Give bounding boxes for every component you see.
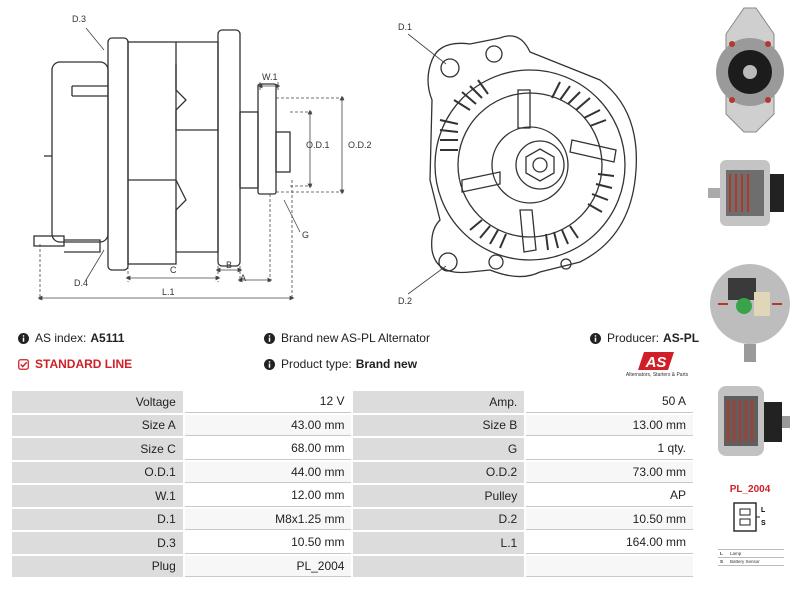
spec-key: L.1 <box>353 532 525 554</box>
standard-line-text: STANDARD LINE <box>35 357 133 371</box>
label-od2: O.D.2 <box>348 140 372 150</box>
legend-value: Lamp <box>730 551 742 556</box>
producer-label: Producer: <box>607 331 660 345</box>
photo-front[interactable] <box>708 4 792 134</box>
standard-line: STANDARD LINE <box>18 357 132 371</box>
info-circle-icon <box>18 332 29 344</box>
plug-legend: L Lamp S Battery Sensor <box>718 549 784 566</box>
spec-value: PL_2004 <box>184 555 352 577</box>
side-dimensions <box>39 82 344 300</box>
product-description: Brand new AS-PL Alternator <box>264 331 430 345</box>
legend-key: L <box>720 551 723 556</box>
as-index: AS index: A5111 <box>18 331 124 345</box>
spec-value: 164.00 mm <box>526 532 693 554</box>
spec-key: D.2 <box>353 508 525 530</box>
front-cooling-slots <box>439 79 615 251</box>
label-a: A <box>240 273 246 283</box>
spec-value: 1 qty. <box>526 438 693 460</box>
spec-key: Pulley <box>353 485 525 507</box>
info-circle-icon <box>590 332 601 344</box>
spec-value: 13.00 mm <box>526 414 693 436</box>
label-c: C <box>170 265 177 275</box>
plug-title: PL_2004 <box>729 484 771 495</box>
logo-text: AS <box>645 354 667 371</box>
label-w1: W.1 <box>262 72 278 82</box>
label-b: B <box>226 260 232 270</box>
spec-value: 68.00 mm <box>184 438 352 460</box>
info-circle-icon <box>264 358 275 370</box>
product-type-value: Brand new <box>355 357 418 371</box>
spec-key: G <box>353 438 525 460</box>
spec-value: 10.50 mm <box>184 532 352 554</box>
spec-key: D.3 <box>12 532 183 554</box>
label-d3: D.3 <box>72 14 86 24</box>
spec-key: Size C <box>12 438 183 460</box>
producer-value: AS-PL <box>663 331 700 345</box>
alternator-front-view <box>427 35 638 278</box>
spec-key: W.1 <box>12 485 183 507</box>
legend-value: Battery Sensor <box>730 559 760 564</box>
technical-drawing: D.3 D.4 W.1 O.D.1 O.D.2 G C B A L.1 <box>33 14 638 306</box>
product-type: Product type: Brand new <box>264 357 417 371</box>
spec-value: M8x1.25 mm <box>184 508 352 530</box>
label-d2: D.2 <box>398 296 412 306</box>
photo-side[interactable] <box>708 144 792 242</box>
product-type-label: Product type: <box>281 357 352 371</box>
plug-terminal-s: S <box>761 520 766 527</box>
spec-value: 73.00 mm <box>526 461 693 483</box>
label-d1: D.1 <box>398 22 412 32</box>
spec-value: 10.50 mm <box>526 508 693 530</box>
producer: Producer: AS-PL <box>590 331 699 345</box>
checkbox-check-icon <box>18 358 29 370</box>
as-index-label: AS index: <box>35 331 87 345</box>
spec-value: 43.00 mm <box>184 414 352 436</box>
plug-terminal-l: L <box>761 507 766 514</box>
spec-value: 44.00 mm <box>184 461 352 483</box>
spec-key: Size B <box>353 414 525 436</box>
legend-row: S Battery Sensor <box>718 558 784 566</box>
legend-key: S <box>720 559 724 564</box>
info-circle-icon <box>264 332 275 344</box>
legend-row: L Lamp <box>718 549 784 558</box>
as-pl-logo: AS <box>638 352 674 371</box>
spec-value <box>526 555 693 577</box>
label-d4: D.4 <box>74 278 88 288</box>
spec-key: Voltage <box>12 391 183 413</box>
description-text: Brand new AS-PL Alternator <box>281 331 430 345</box>
spec-value: 12 V <box>184 391 352 413</box>
spec-key: Size A <box>12 414 183 436</box>
as-index-value[interactable]: A5111 <box>90 331 125 345</box>
product-photos <box>700 0 800 595</box>
spec-key: Plug <box>12 555 183 577</box>
logo-subtitle: Alternators, Starters & Parts <box>625 372 689 378</box>
label-od1: O.D.1 <box>306 140 330 150</box>
label-l1: L.1 <box>162 287 175 297</box>
spec-key: O.D.2 <box>353 461 525 483</box>
spec-key: Amp. <box>353 391 525 413</box>
spec-key: O.D.1 <box>12 461 183 483</box>
spec-key: D.1 <box>12 508 183 530</box>
spec-value: 50 A <box>526 391 693 413</box>
plug-connector-diagram: L S <box>733 502 766 532</box>
spec-value: 12.00 mm <box>184 485 352 507</box>
alternator-side-view <box>33 29 291 271</box>
photo-back[interactable] <box>708 248 792 366</box>
spec-value: AP <box>526 485 693 507</box>
label-g: G <box>302 230 309 240</box>
photo-angle[interactable] <box>708 372 792 476</box>
spec-key <box>353 555 525 577</box>
